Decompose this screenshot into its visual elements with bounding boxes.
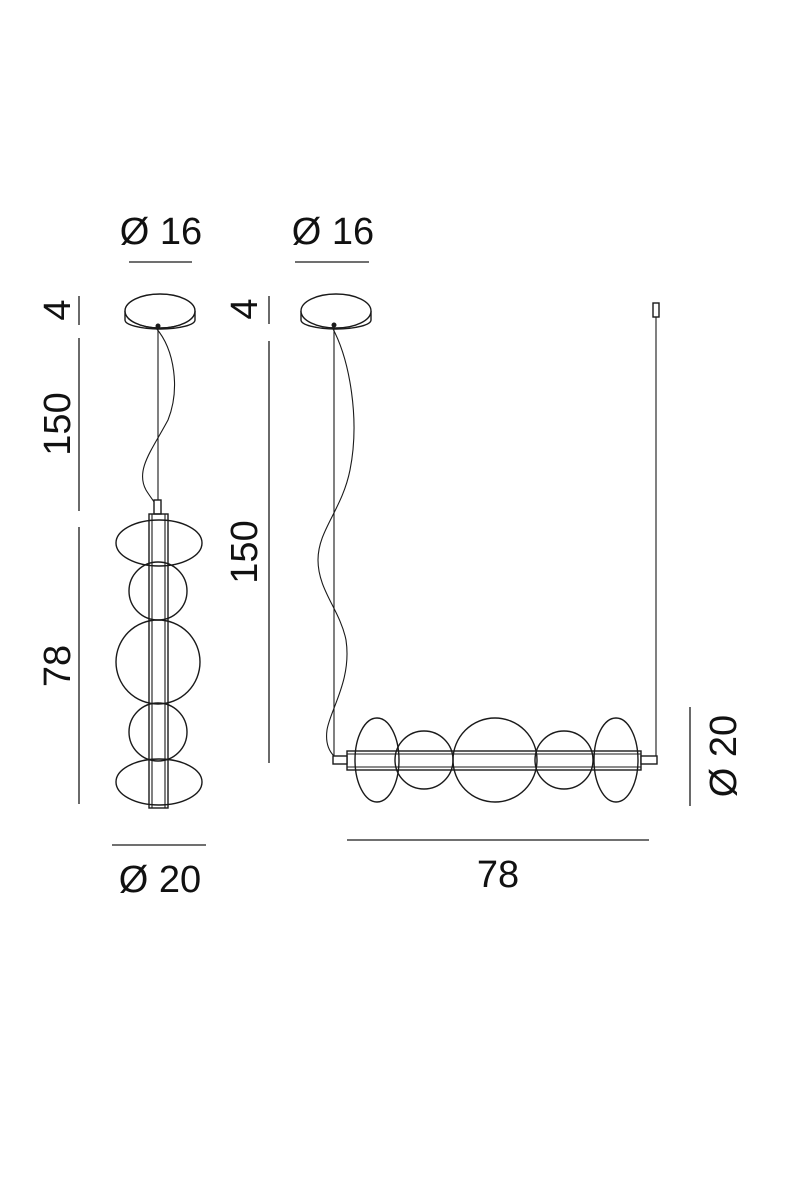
front-canopy-diameter-label: Ø 16 [120,211,202,253]
front-view [115,293,203,809]
front-canopy [124,293,196,330]
side-canopy-diameter-label: Ø 16 [292,211,374,253]
side-view [300,293,660,803]
side-central-tube [332,750,658,771]
side-power-cord [317,326,355,757]
side-cable-length-label: 150 [224,520,266,583]
front-body-height-label: 78 [37,645,79,687]
front-canopy-height-label: 4 [37,299,79,320]
front-power-cord [141,327,176,513]
front-body-diameter-label: Ø 20 [119,859,201,901]
side-ceiling-clip [652,302,660,318]
front-central-tube [148,513,169,809]
side-body-diameter-label: Ø 20 [703,715,745,797]
front-cable-length-label: 150 [37,392,79,455]
side-body-length-label: 78 [477,854,519,896]
side-canopy [300,293,372,330]
side-canopy-height-label: 4 [224,298,266,319]
side-glass-spheres [354,717,639,803]
front-glass-spheres [115,519,203,806]
